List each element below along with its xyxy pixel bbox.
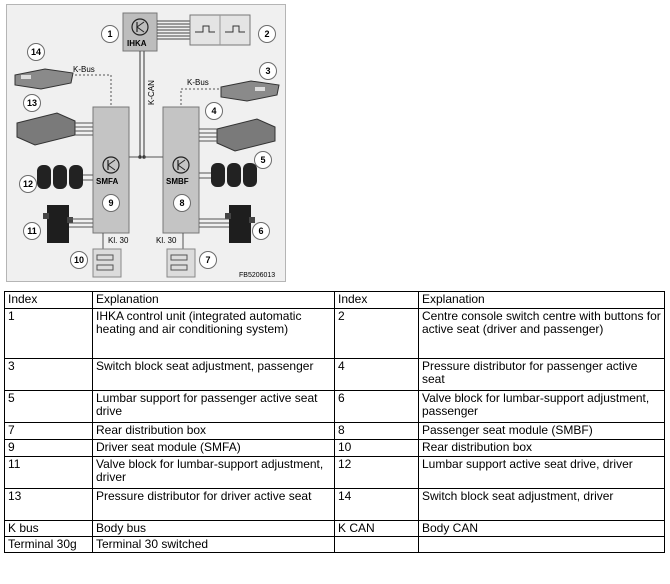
table-cell: 12 bbox=[334, 456, 419, 489]
table-cell: Pressure distributor for driver active s… bbox=[92, 488, 335, 521]
table-cell: K CAN bbox=[334, 520, 419, 537]
legend-table: Index Explanation Index Explanation 1 IH… bbox=[4, 291, 665, 553]
lumbar-support-driver bbox=[37, 165, 93, 189]
ihka-transistor-icon bbox=[131, 18, 149, 36]
switch-block-driver bbox=[14, 68, 74, 90]
table-cell: Body bus bbox=[92, 520, 335, 537]
callout-2: 2 bbox=[258, 25, 276, 43]
smbf-transistor-icon bbox=[172, 156, 190, 174]
table-cell: 4 bbox=[334, 358, 419, 391]
table-cell: 13 bbox=[4, 488, 93, 521]
table-cell: Lumbar support for passenger active seat… bbox=[92, 390, 335, 423]
table-cell: 10 bbox=[334, 439, 419, 457]
smfa-label: SMFA bbox=[96, 177, 119, 186]
callout-4: 4 bbox=[205, 102, 223, 120]
smbf-label: SMBF bbox=[166, 177, 189, 186]
table-cell: Centre console switch centre with button… bbox=[418, 308, 665, 359]
table-cell: Terminal 30g bbox=[4, 536, 93, 553]
callout-1: 1 bbox=[101, 25, 119, 43]
table-cell: Pressure distributor for passenger activ… bbox=[418, 358, 665, 391]
figure-code: FB5206013 bbox=[239, 272, 276, 279]
table-cell: Driver seat module (SMFA) bbox=[92, 439, 335, 457]
table-cell: K bus bbox=[4, 520, 93, 537]
pressure-distributor-passenger bbox=[216, 118, 276, 152]
callout-11: 11 bbox=[23, 222, 41, 240]
table-cell: 5 bbox=[4, 390, 93, 423]
table-cell: Terminal 30 switched bbox=[92, 536, 335, 553]
table-cell: Passenger seat module (SMBF) bbox=[418, 422, 665, 440]
legend-header-index-1: Index bbox=[4, 291, 93, 309]
kcan-label: K-CAN bbox=[147, 80, 156, 105]
seat-switch-icon-right bbox=[225, 25, 245, 33]
table-row: 11 Valve block for lumbar-support adjust… bbox=[4, 456, 665, 489]
table-cell: 6 bbox=[334, 390, 419, 423]
callout-7: 7 bbox=[199, 251, 217, 269]
switch-block-passenger bbox=[220, 80, 280, 102]
callout-10: 10 bbox=[70, 251, 88, 269]
table-cell: 8 bbox=[334, 422, 419, 440]
kbus-left-label: K-Bus bbox=[73, 65, 95, 74]
diagram-artwork bbox=[14, 12, 280, 278]
kl30-left-label: Kl. 30 bbox=[108, 236, 129, 245]
table-cell bbox=[418, 536, 665, 553]
table-row: 9 Driver seat module (SMFA) 10 Rear dist… bbox=[4, 439, 665, 457]
left-pneumatic-lines bbox=[75, 122, 93, 136]
table-cell: Rear distribution box bbox=[92, 422, 335, 440]
kbus-right-label: K-Bus bbox=[187, 78, 209, 87]
table-cell: 11 bbox=[4, 456, 93, 489]
table-row: 1 IHKA control unit (integrated automati… bbox=[4, 308, 665, 359]
table-cell: Lumbar support active seat drive, driver bbox=[418, 456, 665, 489]
smfa-module-box bbox=[92, 106, 130, 234]
rear-distribution-box-right bbox=[166, 248, 196, 278]
table-cell: Switch block seat adjustment, passenger bbox=[92, 358, 335, 391]
rear-distribution-box-left bbox=[92, 248, 122, 278]
legend-header-index-2: Index bbox=[334, 291, 419, 309]
table-cell: 3 bbox=[4, 358, 93, 391]
callout-8: 8 bbox=[173, 194, 191, 212]
pressure-distributor-driver bbox=[16, 112, 76, 146]
table-cell: 9 bbox=[4, 439, 93, 457]
table-cell: Switch block seat adjustment, driver bbox=[418, 488, 665, 521]
table-cell bbox=[334, 536, 419, 553]
ihka-to-switch-wires bbox=[157, 20, 190, 40]
table-row: 5 Lumbar support for passenger active se… bbox=[4, 390, 665, 423]
table-cell: 14 bbox=[334, 488, 419, 521]
table-cell: 7 bbox=[4, 422, 93, 440]
table-row: K bus Body bus K CAN Body CAN bbox=[4, 520, 665, 537]
seat-switch-icon-left bbox=[195, 25, 215, 33]
table-row: 7 Rear distribution box 8 Passenger seat… bbox=[4, 422, 665, 440]
callout-3: 3 bbox=[259, 62, 277, 80]
valve-block-passenger bbox=[199, 205, 255, 243]
table-cell: 2 bbox=[334, 308, 419, 359]
smbf-module-box bbox=[162, 106, 200, 234]
table-row: 13 Pressure distributor for driver activ… bbox=[4, 488, 665, 521]
right-pneumatic-lines bbox=[199, 128, 217, 142]
callout-5: 5 bbox=[254, 151, 272, 169]
table-cell: 1 bbox=[4, 308, 93, 359]
lumbar-support-passenger bbox=[199, 163, 257, 187]
callout-13: 13 bbox=[23, 94, 41, 112]
callout-14: 14 bbox=[27, 43, 45, 61]
table-row: 3 Switch block seat adjustment, passenge… bbox=[4, 358, 665, 391]
smfa-transistor-icon bbox=[102, 156, 120, 174]
table-row: Terminal 30g Terminal 30 switched bbox=[4, 536, 665, 553]
legend-header-row: Index Explanation Index Explanation bbox=[4, 291, 665, 309]
valve-block-driver bbox=[43, 205, 93, 243]
table-cell: Body CAN bbox=[418, 520, 665, 537]
table-cell: IHKA control unit (integrated automatic … bbox=[92, 308, 335, 359]
table-cell: Rear distribution box bbox=[418, 439, 665, 457]
legend-header-explanation-1: Explanation bbox=[92, 291, 335, 309]
kl30-right-label: Kl. 30 bbox=[156, 236, 177, 245]
callout-6: 6 bbox=[252, 222, 270, 240]
table-cell: Valve block for lumbar-support adjustmen… bbox=[92, 456, 335, 489]
callout-9: 9 bbox=[102, 194, 120, 212]
kbus-left-line bbox=[59, 74, 112, 107]
ihka-label: IHKA bbox=[127, 39, 147, 48]
legend-header-explanation-2: Explanation bbox=[418, 291, 665, 309]
wiring-diagram: IHKA SMFA SMBF K-Bus K-Bus K-CAN Kl. 30 … bbox=[6, 4, 286, 282]
callout-12: 12 bbox=[19, 175, 37, 193]
table-cell: Valve block for lumbar-support adjustmen… bbox=[418, 390, 665, 423]
